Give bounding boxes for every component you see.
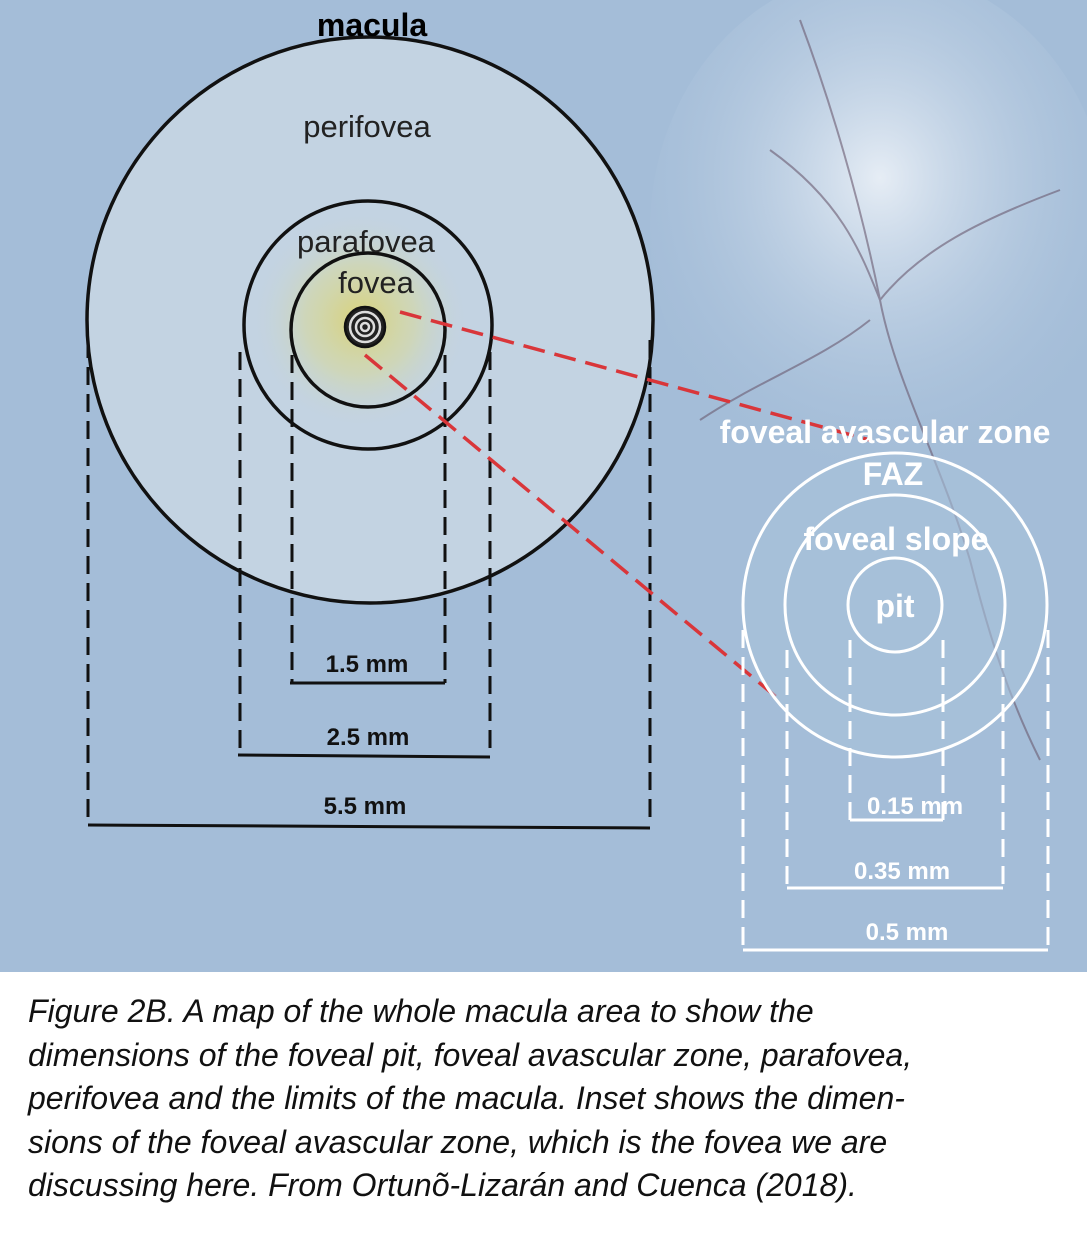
pit-circle [846,556,944,654]
perifovea-label: perifovea [303,109,431,144]
macula-diagram: macula perifovea parafovea fovea 1.5 mm … [0,0,1087,972]
caption-line: sions of the foveal avascular zone, whic… [28,1123,888,1160]
faz-circle [741,451,1049,759]
inset-dashes [741,630,1050,950]
dimension-bars [87,681,651,830]
parafovea-circle [242,199,494,451]
faz-abbrev: FAZ [863,456,923,492]
parafovea-dimension: 2.5 mm [327,724,410,751]
fovea-circle [289,251,447,409]
inset-connectors [363,310,871,702]
inset-bars [743,818,1048,952]
faz-title: foveal avascular zone [720,414,1051,450]
foveal-pit-rings [343,305,387,349]
dimension-dashes [86,340,652,825]
slope-dimension: 0.35 mm [854,858,950,885]
fovea-dimension: 1.5 mm [326,651,409,678]
fovea-label: fovea [338,265,415,300]
macula-dimension: 5.5 mm [324,793,407,820]
foveal-slope-label: foveal slope [804,521,989,557]
pit-dimension: 0.15 mm [867,793,963,820]
faz-inset: foveal avascular zone FAZ foveal slope p… [720,414,1051,952]
figure-caption: Figure 2B. A map of the whole macula are… [28,990,1068,1208]
foveal-slope-circle [783,493,1007,717]
caption-line: perifovea and the limits of the macula. … [28,1080,905,1116]
parafovea-label: parafovea [297,224,436,259]
caption-line: Figure 2B. A map of the whole macula are… [28,993,814,1029]
pit-label: pit [875,588,914,624]
macula-map: macula perifovea parafovea fovea 1.5 mm … [85,7,655,830]
macula-label: macula [317,7,427,43]
faz-dimension: 0.5 mm [866,919,949,946]
caption-line: discussing here. From Ortunõ-Lizarán and… [28,1167,857,1203]
caption-line: dimensions of the foveal pit, foveal ava… [28,1036,913,1073]
